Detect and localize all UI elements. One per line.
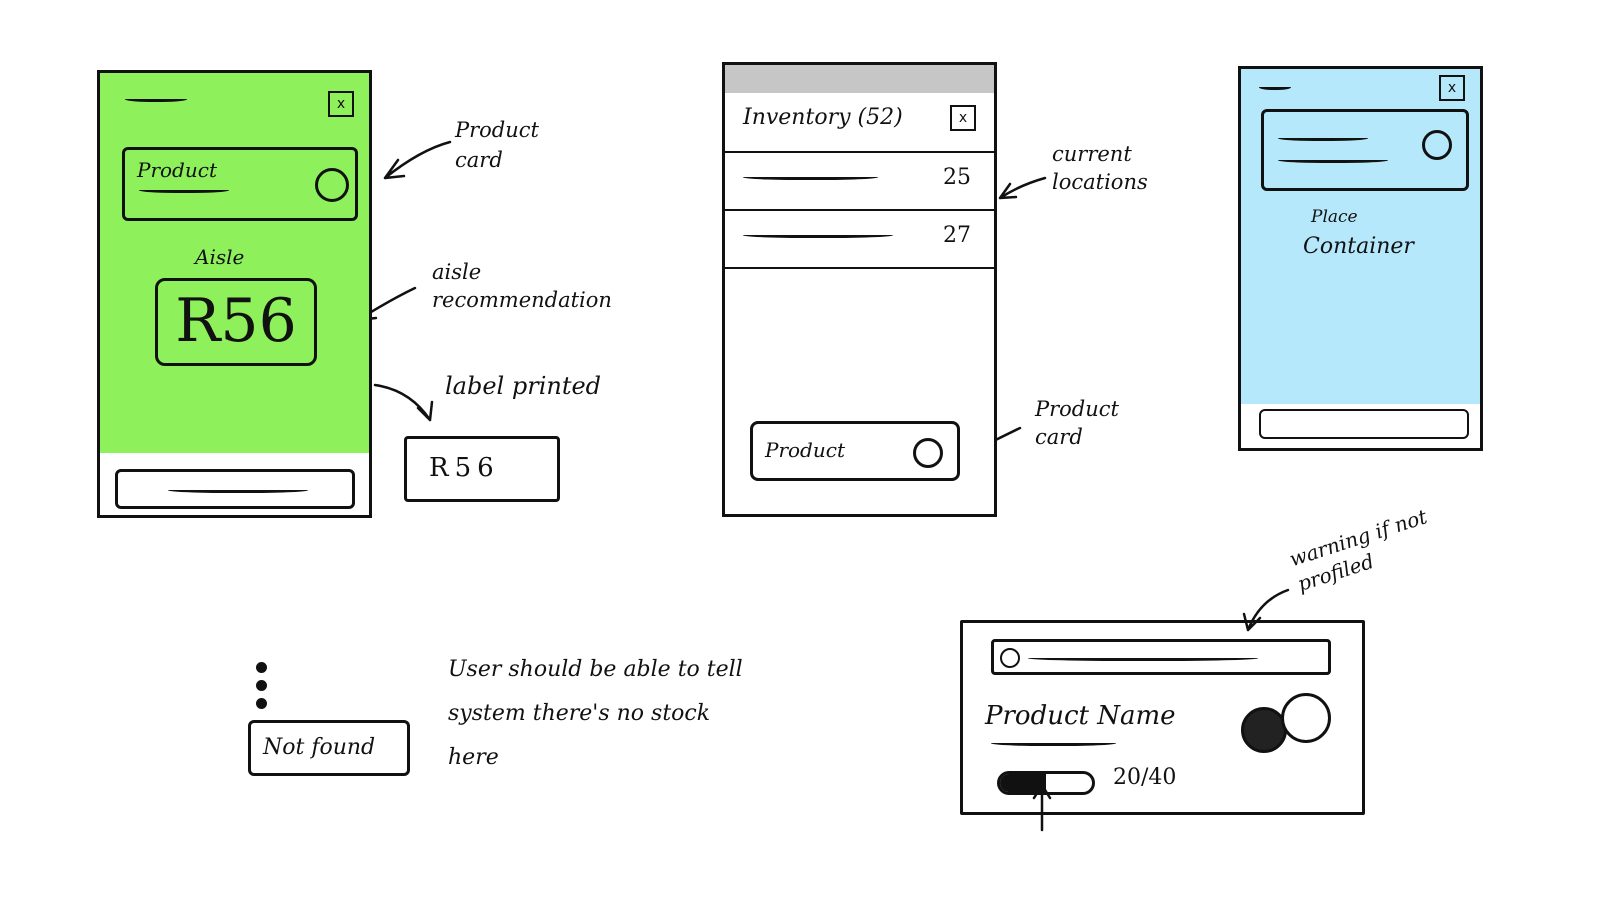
product-name: Product Name — [985, 701, 1176, 731]
product-name-scribble — [1278, 134, 1368, 141]
location-row[interactable]: 25 — [725, 153, 994, 211]
product-image-icon — [1241, 707, 1287, 753]
product-card-detail[interactable]: Product Name 20/40 — [960, 620, 1365, 815]
product-image-icon — [315, 168, 349, 202]
not-found-note: User should be able to tell system there… — [448, 657, 743, 770]
annotation-label-printed: label printed — [445, 372, 602, 400]
close-icon[interactable]: x — [328, 91, 354, 117]
aisle-label: Aisle — [195, 245, 245, 269]
more-options-icon[interactable] — [256, 662, 270, 712]
menu-line — [125, 95, 187, 102]
product-image-icon-2 — [1281, 693, 1331, 743]
annotation-product-card: Product card — [455, 118, 539, 172]
product-card[interactable]: Product — [750, 421, 960, 481]
location-name-scribble — [743, 173, 878, 180]
location-qty: 27 — [943, 223, 971, 248]
product-label: Product — [137, 158, 217, 182]
button-label-scribble — [168, 486, 308, 493]
annotation-current-locations: current locations — [1052, 142, 1148, 194]
location-row[interactable]: 27 — [725, 211, 994, 269]
prompt-line1: Place — [1311, 207, 1358, 227]
not-found-label: Not found — [263, 735, 376, 760]
close-icon[interactable]: x — [1439, 75, 1465, 101]
divider — [725, 151, 994, 153]
screen-inventory: Inventory (52) x 25 27 Product — [722, 62, 997, 517]
product-detail-scribble — [1278, 156, 1388, 163]
product-image-icon — [913, 438, 943, 468]
printed-label-value: R56 — [429, 453, 500, 483]
product-detail-scribble — [991, 739, 1116, 746]
close-icon[interactable]: x — [950, 105, 976, 131]
progress-fill — [1000, 774, 1046, 792]
aisle-value: R56 — [175, 286, 297, 356]
screen-body — [1241, 69, 1480, 404]
product-card[interactable] — [1261, 109, 1469, 191]
product-label: Product — [765, 438, 845, 462]
location-qty: 25 — [943, 165, 971, 190]
product-image-icon — [1422, 130, 1452, 160]
top-bar — [725, 65, 994, 93]
warning-banner — [991, 639, 1331, 675]
screen-body — [100, 73, 369, 453]
warning-icon — [1000, 648, 1020, 668]
aisle-value-box: R56 — [155, 278, 317, 366]
screen-place-container: x Place Container — [1238, 66, 1483, 451]
bottom-action-button[interactable] — [115, 469, 355, 509]
annotation-aisle-recommendation: aisle recommendation — [432, 260, 612, 312]
location-name-scribble — [743, 231, 893, 238]
bottom-action-button[interactable] — [1259, 409, 1469, 439]
progress-text: 20/40 — [1113, 765, 1177, 790]
product-detail-line — [139, 186, 229, 193]
printed-label: R56 — [404, 436, 560, 502]
progress-bar — [997, 771, 1095, 795]
menu-line — [1259, 83, 1291, 90]
inventory-title: Inventory (52) — [743, 105, 903, 130]
product-card[interactable]: Product — [122, 147, 358, 221]
warning-text-scribble — [1028, 654, 1258, 661]
annotation-product-card: Product card — [1035, 397, 1119, 449]
prompt-line2: Container — [1303, 234, 1414, 259]
screen-aisle: x Product Aisle R56 — [97, 70, 372, 518]
not-found-button[interactable]: Not found — [248, 720, 410, 776]
